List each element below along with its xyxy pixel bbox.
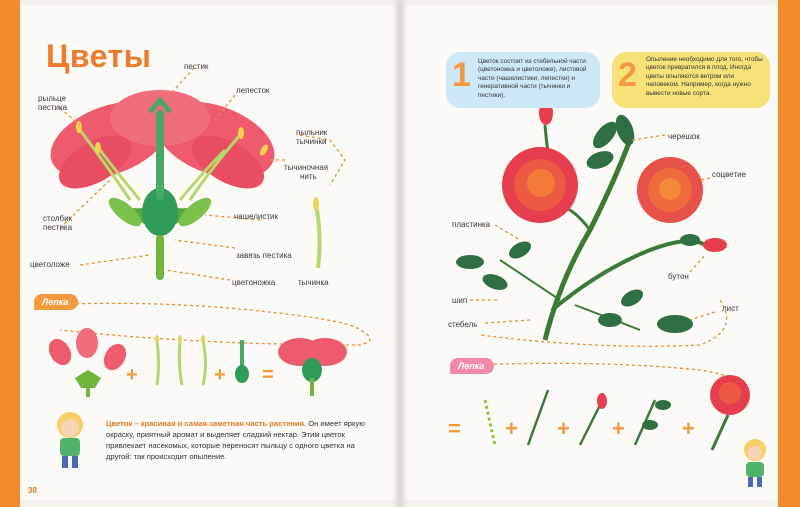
label-chereshok: черешок	[668, 132, 700, 141]
label-rylce-line2: пестика	[38, 103, 68, 112]
label-steble: стебель	[448, 320, 478, 329]
plus-sign-r3: +	[612, 416, 625, 441]
right-page-edge	[778, 0, 800, 507]
boy-illustration-right	[744, 439, 766, 487]
label-chashelistik: чашелистик	[234, 212, 278, 221]
note-box-2	[612, 52, 770, 108]
label-tychinochnaya-line2: нить	[300, 172, 317, 181]
stamen-detail	[313, 197, 322, 269]
lepka-tag-left: Лепка	[34, 294, 79, 310]
plus-sign-r2: +	[557, 416, 570, 441]
note-text-1: Цветок состоит из стебельной части (цвет…	[478, 58, 587, 99]
label-stolbik-line2: пестика	[43, 223, 73, 232]
equals-sign: =	[262, 364, 274, 386]
plus-sign-r4: +	[682, 416, 695, 441]
leader-lines-right	[470, 134, 728, 347]
label-lepestok: лепесток	[236, 86, 270, 95]
label-plastinka: пластинка	[452, 220, 491, 229]
lepka-parts-left	[48, 328, 347, 397]
plus-sign-2: +	[214, 364, 226, 386]
label-cvetonozhka: цветоножка	[232, 278, 276, 287]
page-number-left: 38	[28, 486, 37, 495]
label-pestik: пестик	[184, 62, 209, 71]
note-text-2: Опыление необходимо для того, чтобы цвет…	[646, 56, 763, 97]
rose-branch	[456, 101, 727, 341]
note-number-2: 2	[618, 56, 637, 94]
label-tychinochnaya-line1: тычиночная	[284, 163, 329, 172]
label-buton: бутон	[668, 272, 689, 281]
label-socvetie: соцветие	[712, 170, 747, 179]
page-gutter	[392, 0, 408, 507]
label-tychinka: тычинка	[298, 278, 329, 287]
lepka-parts-right	[483, 375, 750, 451]
plus-sign-r1: +	[505, 416, 518, 441]
label-cvetolozhe: цветоложе	[30, 260, 70, 269]
left-page	[20, 6, 396, 500]
label-pylnik-line1: пыльник	[296, 128, 328, 137]
page-title: Цветы	[46, 38, 152, 74]
left-page-edge	[0, 0, 20, 507]
intro-highlight: Цветок – красивая и самая заметная часть…	[106, 419, 307, 428]
label-rylce-line1: рыльце	[38, 94, 66, 103]
lepka-tag-right: Лепка	[450, 358, 495, 374]
equals-sign-right: =	[448, 416, 461, 441]
label-zavyaz: завязь пестика	[236, 251, 292, 260]
intro-text: Он имеет яркую окраску, приятный аромат …	[106, 419, 365, 461]
label-stolbik-line1: столбик	[43, 214, 73, 223]
leader-lines-left	[59, 67, 346, 281]
lepka-path-left	[39, 302, 371, 346]
plus-sign-1: +	[126, 364, 138, 386]
label-pylnik-line2: тычинки	[296, 137, 327, 146]
intro-paragraph: Цветок – красивая и самая заметная часть…	[106, 418, 376, 462]
lepka-path-right	[469, 362, 746, 401]
label-list: лист	[722, 304, 739, 313]
label-ship: шип	[452, 296, 468, 305]
flower-diagram	[50, 90, 275, 280]
note-box-1	[446, 52, 600, 108]
note-number-1: 1	[452, 56, 471, 94]
boy-illustration-left	[57, 412, 83, 468]
